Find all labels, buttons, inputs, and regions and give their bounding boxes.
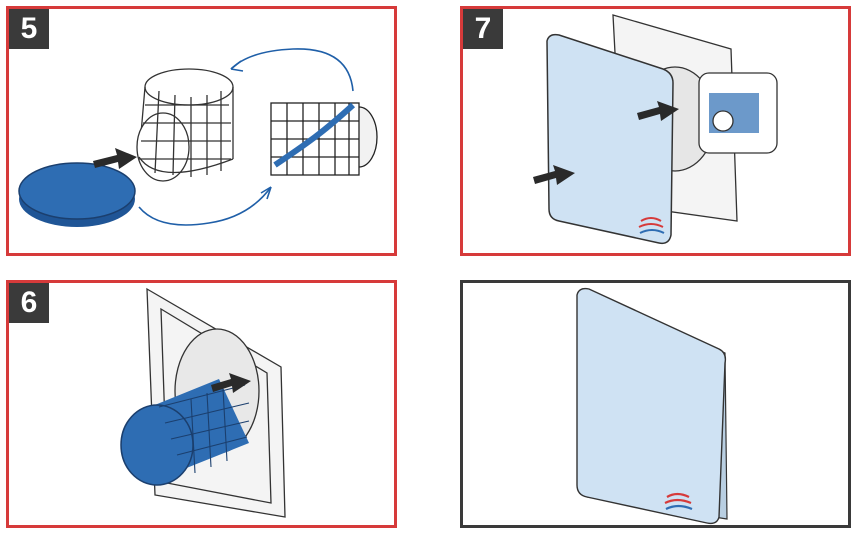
fan-cover-icon [546, 33, 674, 245]
step-5-badge: 5 [9, 9, 49, 49]
final-illustration [576, 287, 728, 525]
step-7-illustration [533, 14, 778, 245]
filter-in-cage-icon [120, 379, 250, 486]
step-5-illustration [18, 48, 378, 227]
fan-cover-icon [576, 287, 728, 525]
step-7-panel: 7 [460, 6, 851, 256]
push-arrow-icon [533, 101, 679, 185]
step-6-badge: 6 [9, 283, 49, 323]
push-arrow-icon [93, 148, 137, 169]
step-6-illustration [120, 287, 286, 518]
step-7-badge: 7 [463, 9, 503, 49]
filter-in-cage-icon [270, 102, 378, 176]
inset-detail [698, 72, 778, 154]
step-5-panel: 5 [6, 6, 397, 256]
mesh-cage-icon [136, 68, 234, 182]
final-panel [460, 280, 851, 528]
push-arrow-icon [211, 373, 251, 393]
step-6-panel: 6 [6, 280, 397, 528]
filter-pad-icon [18, 162, 136, 227]
airflow-logo-icon [664, 492, 693, 511]
cycle-arrows [138, 48, 354, 226]
